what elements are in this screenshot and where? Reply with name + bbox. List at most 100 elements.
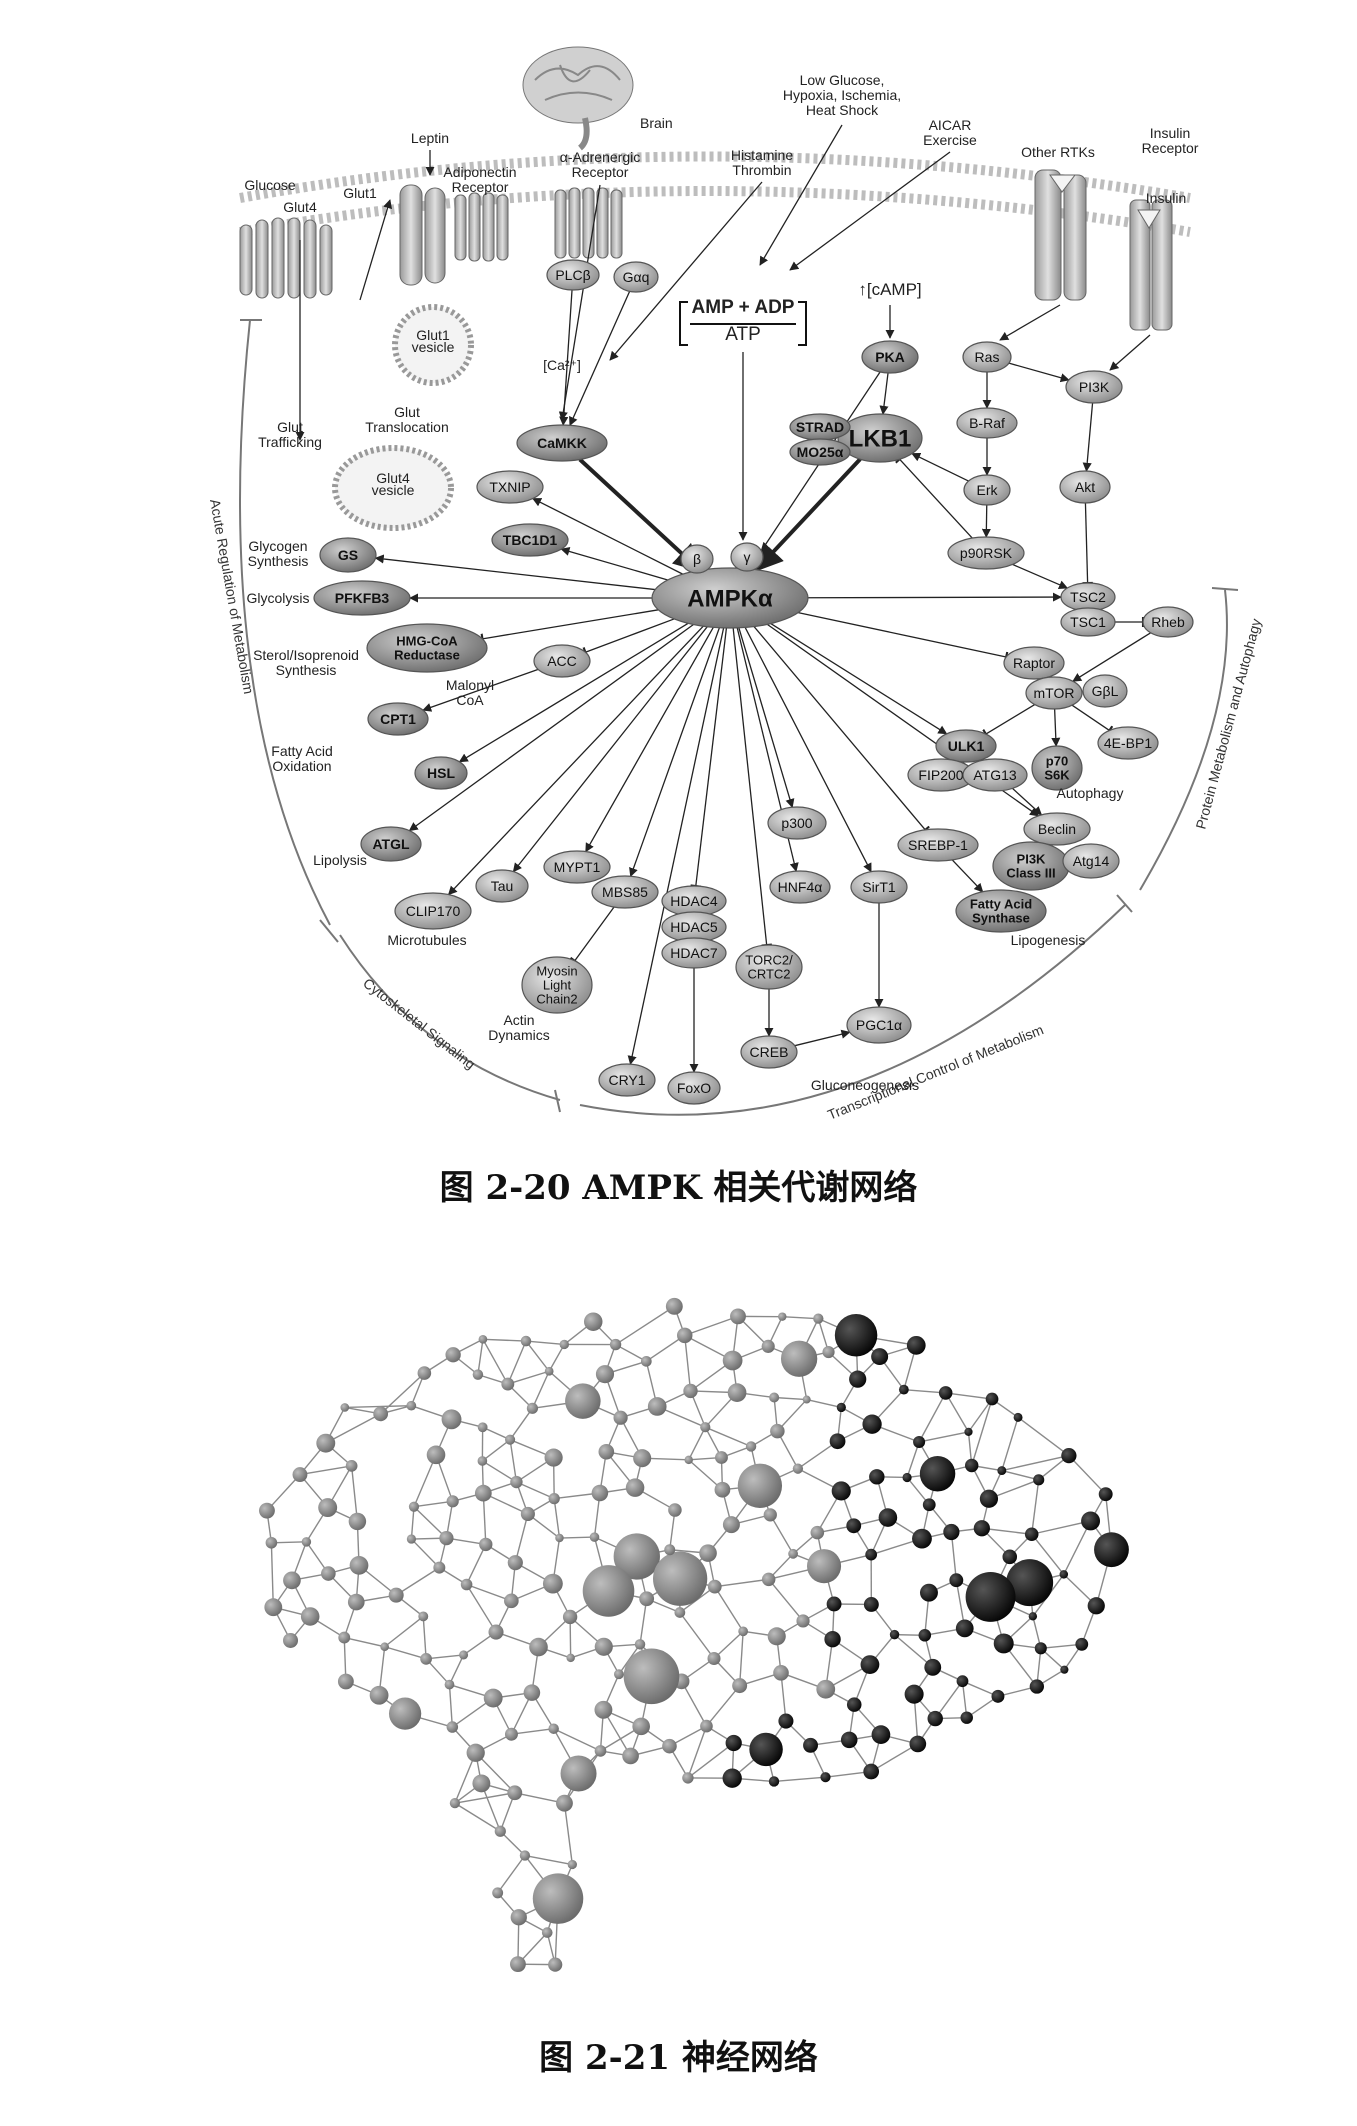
node-atg13: ATG13	[962, 758, 1028, 792]
brain-node	[727, 1383, 747, 1402]
brain-node	[542, 1573, 563, 1594]
brain-node	[408, 1501, 420, 1512]
node-label: SirT1	[862, 879, 896, 895]
insulin-receptor	[1129, 199, 1173, 331]
brain-node	[639, 1591, 655, 1607]
brain-node	[504, 1593, 519, 1609]
node-hnf4a: HNF4α	[769, 870, 831, 904]
node-label: HDAC4	[670, 893, 718, 909]
brain-node	[1033, 1474, 1045, 1486]
brain-node	[478, 1334, 488, 1344]
brain-node	[598, 1443, 615, 1460]
label-microtubules: Microtubules	[387, 932, 466, 948]
brain-node	[906, 1335, 926, 1355]
brain-edge	[1031, 1479, 1040, 1535]
brain-node	[898, 1384, 909, 1395]
node-tau: Tau	[475, 869, 529, 903]
brain-node	[943, 1523, 960, 1541]
edge-ampk-acc	[582, 618, 675, 658]
label-adipo2: Receptor	[452, 179, 509, 195]
node-label: 4E-BP1	[1104, 735, 1152, 751]
node-plcb: PLCβ	[546, 259, 600, 291]
brain-node	[1061, 1447, 1077, 1464]
label-glut4v2: vesicle	[372, 482, 415, 498]
node-label: Raptor	[1013, 655, 1055, 671]
brain-node	[316, 1433, 336, 1453]
alpha-adrenergic-receptor	[554, 187, 623, 259]
label-low1: Low Glucose,	[800, 72, 885, 88]
brain-node	[664, 1544, 676, 1556]
node-label: GS	[338, 547, 358, 563]
node-akt: Akt	[1059, 470, 1111, 504]
node-label: B-Raf	[969, 415, 1005, 431]
brain-node	[863, 1597, 879, 1612]
edge-ampk-hsl	[458, 622, 689, 763]
brain-node	[555, 1533, 564, 1543]
brain-edge	[906, 1441, 920, 1478]
brain-node	[1028, 1612, 1038, 1621]
brain-node	[566, 1653, 575, 1663]
node-label: p90RSK	[960, 545, 1013, 561]
brain-edge	[1001, 1469, 1039, 1481]
brain-edge	[410, 1506, 415, 1540]
brain-node	[653, 1551, 708, 1606]
brain-node	[927, 1710, 943, 1727]
brain-edge	[918, 1392, 947, 1443]
brain-node	[665, 1297, 683, 1315]
label-autophagy: Autophagy	[1057, 785, 1124, 801]
brain-edge	[645, 1334, 686, 1362]
brain-node	[444, 1679, 455, 1690]
node-label: HDAC7	[670, 945, 718, 961]
node-label: PI3K	[1079, 379, 1110, 395]
brain-node	[446, 1495, 459, 1508]
brain-node	[909, 1735, 927, 1753]
node-tsc1: TSC1	[1060, 607, 1116, 637]
brain-node	[824, 1631, 841, 1648]
brain-edge	[1017, 1416, 1070, 1457]
brain-edge	[967, 1398, 993, 1433]
node-clip: CLIP170	[394, 892, 472, 930]
brain-node	[541, 1927, 553, 1938]
label-glut1v2: vesicle	[412, 339, 455, 355]
label-insr1: Insulin	[1150, 125, 1190, 141]
brain-node	[749, 1732, 783, 1767]
node-braf: B-Raf	[956, 407, 1018, 439]
brain-node	[860, 1655, 880, 1674]
arc-label-cytoskeletal: Cytoskeletal Signaling	[360, 975, 478, 1072]
brain-edge	[1001, 1417, 1019, 1471]
node-beta: β	[680, 544, 714, 574]
brain-node	[595, 1365, 615, 1384]
brain-node	[1081, 1511, 1101, 1531]
brain-edge	[768, 1578, 804, 1622]
brain-node	[960, 1711, 973, 1724]
brain-edge	[509, 1439, 518, 1483]
brain-node	[871, 1725, 891, 1745]
edge-mtor-ebp1	[1071, 704, 1114, 736]
brain-node	[846, 1518, 862, 1534]
brain-node	[562, 1609, 578, 1625]
node-label: GβL	[1092, 683, 1119, 699]
label-gtrans1: Glut	[394, 404, 420, 420]
brain-node	[529, 1637, 548, 1657]
brain-edge	[806, 1398, 842, 1409]
node-ulk1: ULK1	[935, 729, 997, 763]
brain-node	[283, 1571, 301, 1590]
brain-node	[472, 1369, 484, 1380]
brain-edge	[482, 1493, 487, 1545]
label-malonyl1: Malonyl	[446, 677, 494, 693]
brain-node	[505, 1434, 516, 1445]
edge-ampk-raptor	[798, 611, 1009, 663]
brain-edge	[769, 1514, 794, 1555]
brain-node	[632, 1717, 650, 1736]
node-label: ATGL	[372, 836, 410, 852]
brain-node	[829, 1433, 846, 1450]
brain-node	[803, 1737, 818, 1753]
brain-node	[647, 1397, 667, 1416]
brain-node	[722, 1350, 743, 1371]
brain-node	[949, 1573, 964, 1588]
brain-node	[792, 1463, 804, 1474]
node-pka: PKA	[861, 340, 919, 374]
